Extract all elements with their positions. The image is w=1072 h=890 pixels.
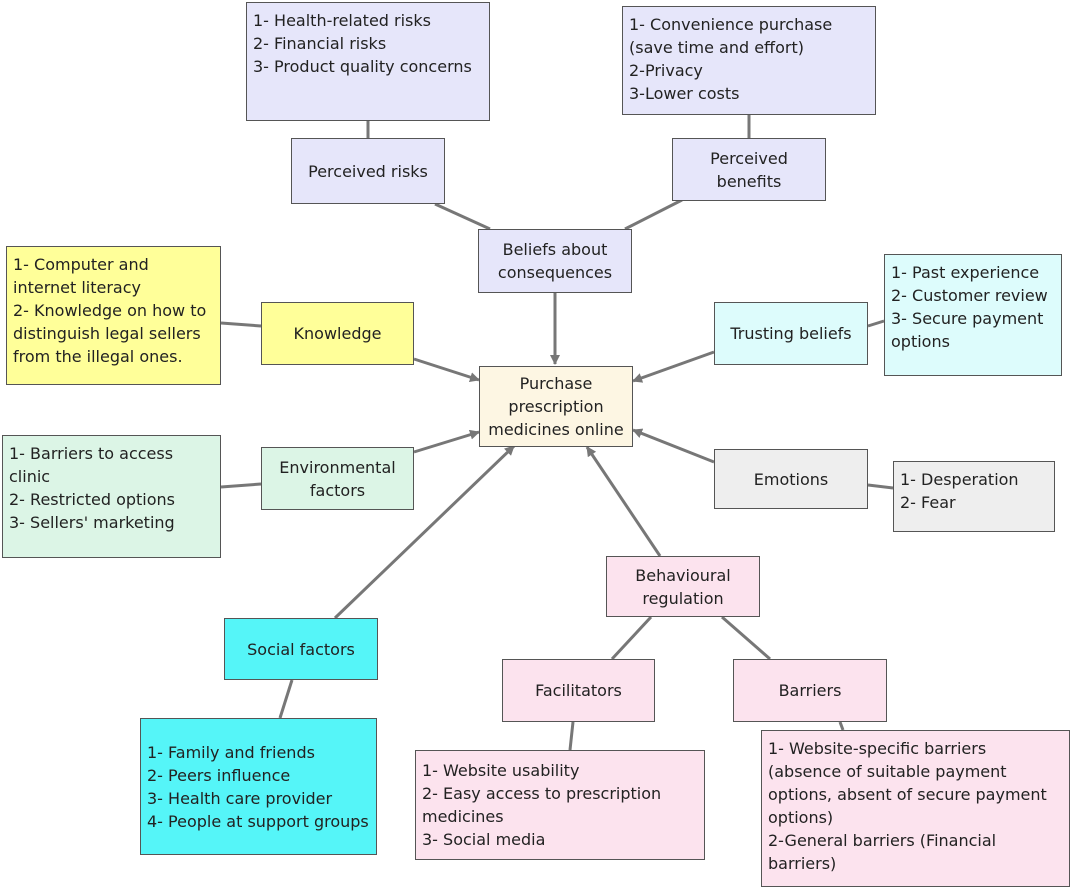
barriers-item: 2-General barriers (Financial barriers) [768,831,997,873]
perceived-risks-item: 2- Financial risks [253,34,387,53]
arrow-trusting-to-center [632,350,715,383]
center-label: Purchase prescription medicines online [488,374,624,439]
barriers-item: 1- Website-specific barriers (absence of… [768,739,1047,827]
barriers-details: 1- Website-specific barriers (absence of… [761,730,1070,887]
connector-social-details [278,679,294,719]
knowledge-label: Knowledge [293,324,382,343]
arrow-behavioural-to-center [585,446,662,557]
arrow-environmental-to-center [413,429,480,454]
perceived-risks-details: 1- Health-related risks 2- Financial ris… [246,2,490,121]
connector-benefits-beliefs [624,198,683,231]
connector-behavioural-barriers [721,615,771,661]
environmental-item: 3- Sellers' marketing [9,513,175,532]
perceived-risks-node: Perceived risks [291,138,445,204]
connector-trusting-details [867,319,885,328]
emotions-item: 1- Desperation [900,470,1019,489]
connector-emotions-details [867,483,894,490]
perceived-benefits-node: Perceived benefits [672,138,826,201]
social-item: 2- Peers influence [147,766,291,785]
perceived-benefits-item: 1- Convenience purchase (save time and e… [629,15,833,57]
connector-knowledge-details [220,321,262,328]
trusting-beliefs-item: 2- Customer review [891,286,1048,305]
facilitators-item: 2- Easy access to prescription medicines [422,784,662,826]
trusting-beliefs-item: 3- Secure payment options [891,309,1044,351]
emotions-label: Emotions [753,469,829,489]
perceived-risks-item: 3- Product quality concerns [253,57,472,76]
connector-risks-beliefs [434,202,491,231]
arrow-social-to-center [333,444,516,620]
perceived-risks-label: Perceived risks [308,161,428,181]
environmental-item: 1- Barriers to access clinic [9,444,174,486]
environmental-details: 1- Barriers to access clinic 2- Restrict… [2,435,221,558]
knowledge-item: 1- Computer and internet literacy [13,255,149,297]
facilitators-item: 3- Social media [422,830,546,849]
connector-barriers-details [838,721,845,731]
arrow-emotions-to-center [632,428,715,464]
social-item: 3- Health care provider [147,789,333,808]
perceived-benefits-label: Perceived benefits [710,148,788,191]
perceived-benefits-item: 2-Privacy [629,61,703,80]
facilitators-item: 1- Website usability [422,761,580,780]
perceived-risks-item: 1- Health-related risks [253,11,431,30]
barriers-node: Barriers [733,659,887,722]
environmental-item: 2- Restricted options [9,490,175,509]
connector-environmental-details [220,482,262,489]
connector-facilitators-details [568,721,575,751]
beliefs-label: Beliefs about consequences [497,240,613,282]
emotions-item: 2- Fear [900,493,956,512]
social-details: 1- Family and friends 2- Peers influence… [140,718,377,855]
beliefs-node: Beliefs about consequences [478,229,632,293]
knowledge-item: 2- Knowledge on how to distinguish legal… [13,301,207,366]
perceived-benefits-details: 1- Convenience purchase (save time and e… [622,6,876,115]
facilitators-node: Facilitators [502,659,655,722]
trusting-beliefs-label: Trusting beliefs [730,324,852,343]
social-item: 1- Family and friends [147,743,315,762]
environmental-label: Environmental factors [279,457,396,500]
trusting-beliefs-node: Trusting beliefs [714,302,868,365]
center-node: Purchase prescription medicines online [479,366,633,447]
trusting-beliefs-details: 1- Past experience 2- Customer review 3-… [884,254,1062,376]
facilitators-details: 1- Website usability 2- Easy access to p… [415,750,705,860]
knowledge-node: Knowledge [261,302,414,365]
arrow-knowledge-to-center [413,357,480,382]
social-label: Social factors [247,639,355,659]
perceived-benefits-item: 3-Lower costs [629,84,740,103]
emotions-details: 1- Desperation 2- Fear [893,461,1055,532]
connector-behavioural-facilitators [610,615,653,661]
barriers-label: Barriers [778,681,842,700]
social-node: Social factors [224,618,378,680]
emotions-node: Emotions [714,449,868,509]
knowledge-details: 1- Computer and internet literacy 2- Kno… [6,246,221,385]
behavioural-node: Behavioural regulation [606,556,760,617]
social-item: 4- People at support groups [147,812,369,831]
facilitators-label: Facilitators [535,681,622,700]
environmental-node: Environmental factors [261,447,414,510]
behavioural-label: Behavioural regulation [635,565,731,608]
trusting-beliefs-item: 1- Past experience [891,263,1040,282]
